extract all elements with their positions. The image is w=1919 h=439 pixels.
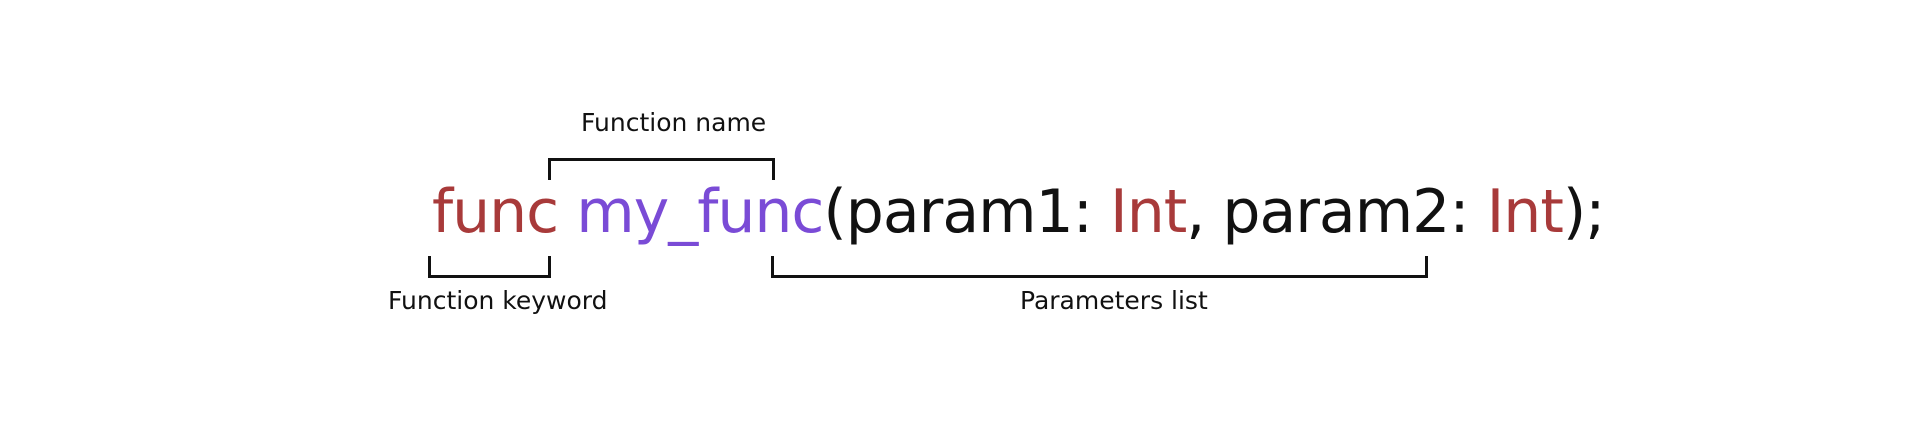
function-keyword-bracket [428,256,551,278]
function-name-token: my_func [576,177,824,247]
param2-name-token: param2: [1222,177,1487,247]
function-name-label: Function name [581,108,767,137]
space-token [558,177,576,247]
param1-type-token: Int [1110,177,1187,247]
param2-type-token: Int [1486,177,1564,247]
open-paren-token: ( [823,177,846,247]
separator-token: , [1186,177,1223,247]
parameters-list-bracket [771,256,1428,278]
close-token: ); [1562,177,1606,247]
keyword-token: func [432,177,559,247]
code-line: func my_func(param1: Int, param2: Int); [432,172,1606,252]
function-keyword-label: Function keyword [388,286,608,315]
param1-name-token: param1: [845,177,1110,247]
parameters-list-label: Parameters list [1020,286,1208,315]
function-name-bracket [548,158,775,180]
